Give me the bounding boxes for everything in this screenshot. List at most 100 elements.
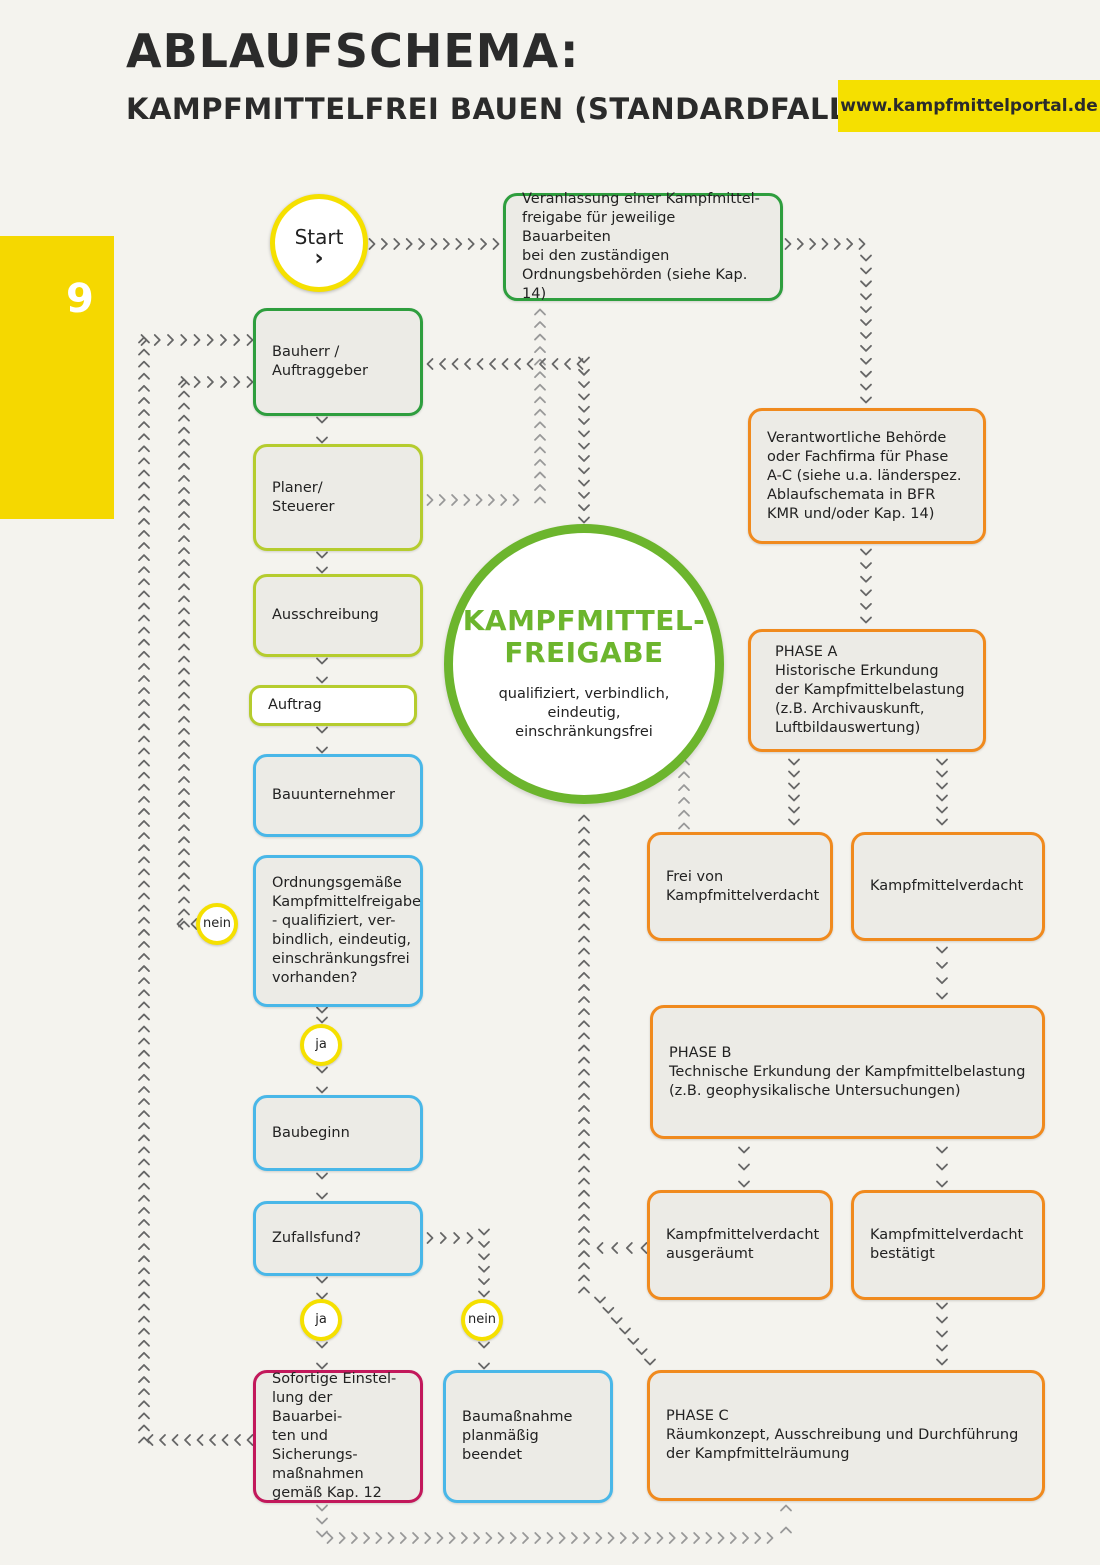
connector-chevron <box>466 1232 474 1244</box>
connector-chevron <box>478 1228 490 1236</box>
connector-chevron <box>534 396 546 404</box>
connector-chevron <box>578 826 590 834</box>
connector-chevron <box>316 566 328 574</box>
kampfmittelfreigabe-circle: KAMPFMITTEL- FREIGABE qualifiziert, verb… <box>444 524 724 804</box>
connector-chevron <box>578 1238 590 1245</box>
node-ausgeraeumt: Kampfmittelverdacht ausgeräumt <box>647 1190 833 1300</box>
connector-chevron <box>138 1098 150 1105</box>
connector-chevron <box>678 809 690 817</box>
node-behoerde-label: Verantwortliche Behörde oder Fachfirma f… <box>767 429 962 522</box>
connector-chevron <box>640 1242 648 1254</box>
connector-chevron <box>860 383 872 391</box>
connector-chevron <box>578 1274 590 1282</box>
connector-chevron <box>178 727 190 735</box>
connector-chevron <box>625 1242 633 1254</box>
connector-chevron <box>363 1532 371 1544</box>
node-bauherr-label: Bauherr / Auftraggeber <box>272 344 368 379</box>
connector-chevron <box>178 655 190 663</box>
connector-chevron <box>138 1025 150 1033</box>
connector-chevron <box>178 920 190 928</box>
connector-chevron <box>644 1358 656 1366</box>
connector-chevron <box>138 662 150 670</box>
connector-chevron <box>578 1226 590 1233</box>
connector-chevron <box>860 344 872 352</box>
connector-chevron <box>534 333 546 341</box>
connector-chevron <box>138 1291 150 1299</box>
connector-chevron <box>578 1020 590 1028</box>
node-bauunternehmer: Bauunternehmer <box>253 754 423 837</box>
start-label: Start <box>294 225 344 249</box>
connector-chevron <box>178 703 190 711</box>
connector-chevron <box>146 1434 154 1446</box>
node-phase-c-label: PHASE C Räumkonzept, Ausschreibung und D… <box>666 1408 1019 1462</box>
website-badge[interactable]: www.kampfmittelportal.de <box>838 80 1100 132</box>
connector-chevron <box>607 1532 615 1544</box>
connector-chevron <box>558 1532 566 1544</box>
connector-chevron <box>578 1056 590 1064</box>
connector-chevron <box>368 238 376 250</box>
connector-chevron <box>316 551 328 559</box>
connector-chevron <box>788 782 800 790</box>
connector-chevron <box>534 484 546 491</box>
connector-chevron <box>138 493 150 501</box>
connector-chevron <box>138 808 150 815</box>
connector-chevron <box>178 631 190 639</box>
connector-chevron <box>936 961 948 969</box>
connector-chevron <box>178 607 190 615</box>
node-einstellung: Sofortige Einstel- lung der Bauarbei- te… <box>253 1370 423 1503</box>
node-baubeginn: Baubeginn <box>253 1095 423 1171</box>
connector-chevron <box>316 1016 328 1024</box>
connector-chevron <box>534 321 546 328</box>
connector-chevron <box>171 1434 179 1446</box>
node-auftrag-label: Auftrag <box>268 697 322 713</box>
connector-chevron <box>578 838 590 846</box>
connector-chevron <box>936 946 948 954</box>
connector-chevron <box>138 783 150 791</box>
node-freigabe-check: Ordnungsgemäße Kampfmittelfreigabe - qua… <box>253 855 423 1007</box>
connector-chevron <box>936 1146 948 1154</box>
connector-chevron <box>138 977 150 985</box>
connector-chevron <box>138 1146 150 1154</box>
connector-chevron <box>578 516 590 524</box>
connector-chevron <box>738 1146 750 1154</box>
node-bauherr: Bauherr / Auftraggeber <box>253 308 423 416</box>
connector-chevron <box>178 715 190 723</box>
connector-chevron <box>578 455 590 462</box>
decision-nein-freigabe: nein <box>196 903 238 945</box>
connector-chevron <box>326 1532 334 1544</box>
connector-chevron <box>178 896 190 904</box>
connector-chevron <box>190 918 198 930</box>
chapter-tab <box>0 236 114 519</box>
chevron-right-icon: › <box>314 246 324 271</box>
connector-chevron <box>576 358 584 370</box>
connector-chevron <box>138 675 150 682</box>
connector-chevron <box>534 446 546 454</box>
connector-chevron <box>448 1532 456 1544</box>
connector-chevron <box>578 393 590 401</box>
connector-chevron <box>193 334 201 346</box>
connector-chevron <box>738 1180 750 1188</box>
connector-chevron <box>316 657 328 665</box>
connector-chevron <box>178 390 190 398</box>
connector-chevron <box>178 571 190 579</box>
connector-chevron <box>196 1434 204 1446</box>
connector-chevron <box>178 559 190 567</box>
connector-chevron <box>153 334 161 346</box>
connector-chevron <box>381 238 388 250</box>
connector-chevron <box>178 414 190 422</box>
node-verdacht-label: Kampfmittelverdacht <box>870 878 1024 894</box>
connector-chevron <box>138 638 150 646</box>
connector-chevron <box>583 1532 591 1544</box>
node-freigabe-check-label: Ordnungsgemäße Kampfmittelfreigabe - qua… <box>272 875 421 986</box>
connector-chevron <box>138 433 150 441</box>
connector-chevron <box>138 1364 150 1371</box>
connector-chevron <box>138 578 150 586</box>
connector-chevron <box>138 687 150 694</box>
connector-chevron <box>578 1129 590 1137</box>
connector-chevron <box>578 1250 590 1258</box>
connector-chevron <box>534 371 546 379</box>
node-phase-b-label: PHASE B Technische Erkundung der Kampfmi… <box>669 1044 1026 1099</box>
connector-chevron <box>405 238 413 250</box>
connector-chevron <box>138 602 150 610</box>
